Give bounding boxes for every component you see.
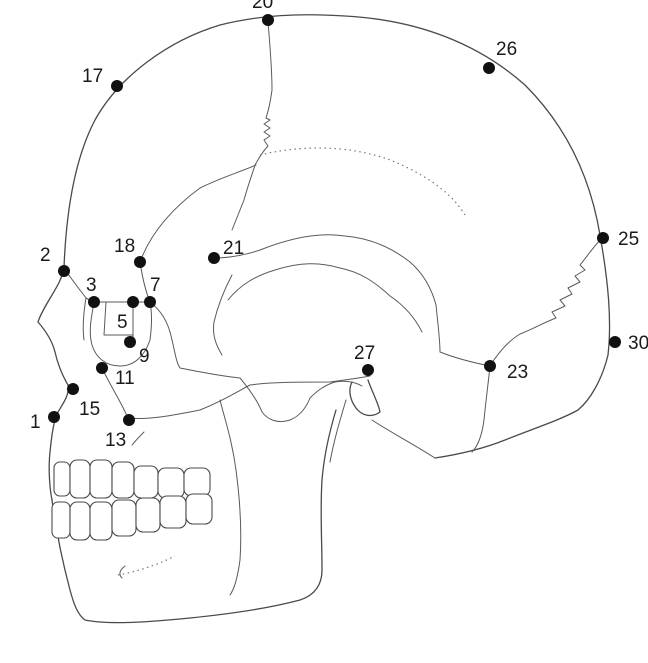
lower-tooth [185, 493, 213, 525]
mandible-outline [51, 409, 337, 624]
landmark-dot-13 [123, 414, 135, 426]
landmark-dot-1 [48, 411, 60, 423]
upper-tooth [89, 459, 113, 499]
landmark-label-20: 20 [252, 0, 273, 13]
frontal-process [139, 261, 151, 303]
condyle [309, 380, 363, 399]
temporal-line [259, 147, 466, 216]
landmark-dot-15 [67, 383, 79, 395]
landmark-dot-21 [208, 252, 220, 264]
landmark-label-25: 25 [618, 229, 639, 250]
nasal-bone [63, 267, 87, 341]
zygomatic-body [149, 301, 241, 379]
mastoid-process [349, 379, 381, 417]
upper-tooth [111, 461, 135, 499]
landmark-label-18: 18 [114, 236, 135, 257]
landmark-dot-25 [597, 232, 609, 244]
skull-outline [37, 14, 611, 624]
landmark-label-13: 13 [105, 430, 126, 451]
maxilla-outline [48, 384, 69, 501]
landmark-label-26: 26 [496, 39, 517, 60]
landmark-dot-23 [484, 360, 496, 372]
teeth-group [51, 459, 213, 541]
lower-tooth [159, 495, 187, 529]
parietomastoid-line [435, 304, 491, 367]
mental-foramen [119, 565, 126, 579]
landmark-dot-17 [111, 80, 123, 92]
landmark-label-2: 2 [40, 245, 51, 266]
landmark-label-5: 5 [117, 312, 128, 333]
lower-tooth [135, 497, 161, 533]
occipital-base [371, 419, 436, 459]
landmark-dot-27 [362, 364, 374, 376]
upper-tooth [157, 467, 185, 499]
landmark-label-7: 7 [150, 275, 161, 296]
landmark-label-23: 23 [507, 362, 528, 383]
lambdoid-suture [489, 237, 603, 367]
landmark-dot-7 [144, 296, 156, 308]
styloid-process [329, 399, 347, 463]
landmark-dot-30 [609, 336, 621, 348]
landmark-dot-2 [58, 265, 70, 277]
upper-tooth [133, 465, 159, 499]
landmark-label-15: 15 [79, 399, 100, 420]
upper-tooth [69, 459, 91, 499]
orbit-rim [89, 301, 152, 367]
landmark-dot-9 [124, 336, 136, 348]
landmark-dot-5 [127, 296, 139, 308]
sphenoparietal-line [139, 164, 257, 263]
temporal-squama [227, 263, 423, 333]
lower-tooth [111, 499, 137, 537]
landmark-dot-11 [96, 362, 108, 374]
orbit-floor [93, 301, 134, 341]
landmark-label-21: 21 [223, 238, 244, 259]
landmark-label-3: 3 [86, 275, 97, 296]
squamous-suture [213, 234, 437, 306]
coronal-suture [231, 21, 273, 231]
upper-tooth [183, 467, 211, 497]
landmark-dot-18 [134, 256, 146, 268]
lower-tooth [69, 501, 91, 541]
landmark-label-27: 27 [354, 343, 375, 364]
landmark-label-17: 17 [82, 66, 103, 87]
coronoid-process [239, 377, 311, 423]
landmark-label-9: 9 [139, 346, 150, 367]
temporal-inner [213, 274, 233, 356]
cranial-vault-outline [63, 14, 611, 459]
incisor-ridge [131, 431, 145, 446]
landmark-label-11: 11 [115, 368, 135, 389]
landmark-label-1: 1 [30, 412, 41, 433]
lower-tooth [89, 501, 113, 541]
lower-tooth [51, 501, 71, 539]
landmark-dot-26 [483, 62, 495, 74]
zygomatic-lower-line [129, 375, 371, 419]
landmark-dot-20 [262, 14, 274, 26]
landmark-label-30: 30 [628, 333, 648, 354]
occipitomastoid-line [471, 365, 491, 453]
forehead-nasal-outline [37, 267, 69, 386]
upper-tooth [53, 461, 71, 497]
mylohyoid-line [117, 555, 176, 576]
mandible-ramus [219, 399, 242, 596]
landmark-dot-3 [88, 296, 100, 308]
